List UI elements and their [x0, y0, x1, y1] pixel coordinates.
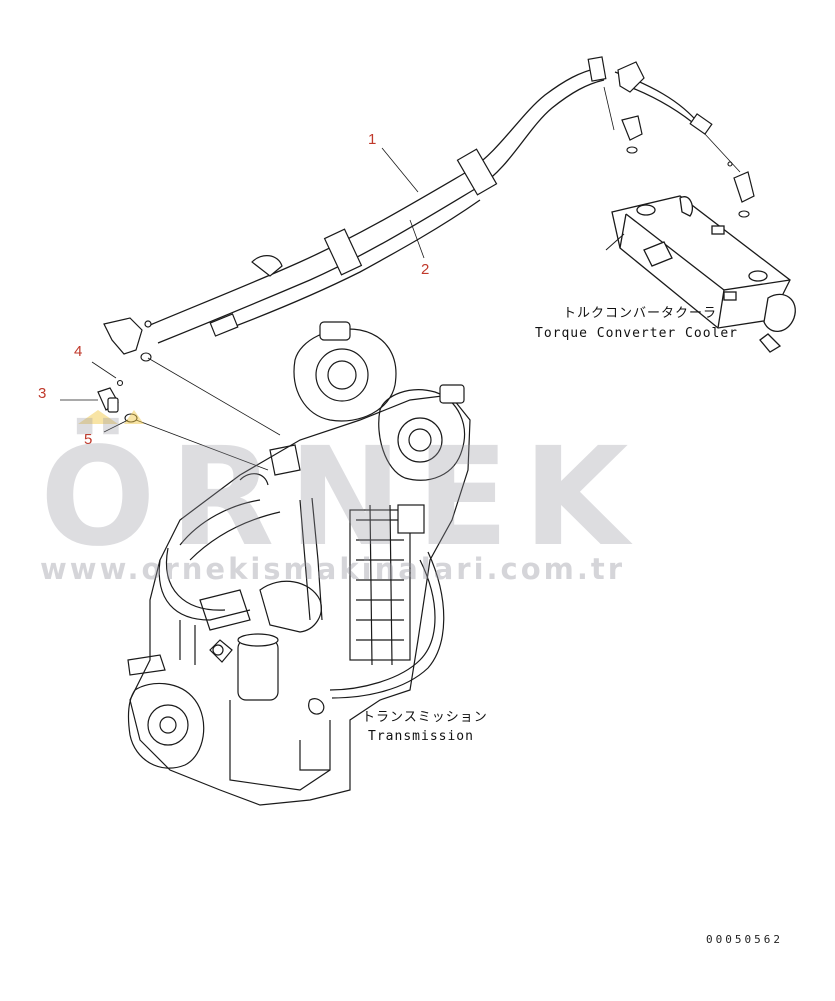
clamp-2 [456, 148, 498, 196]
elbow-fitting-right [621, 115, 643, 141]
cooler-end-cap [763, 293, 796, 332]
cooler-fitting-side [679, 196, 694, 217]
hose-assembly [149, 67, 706, 344]
leader-port-b [135, 419, 269, 471]
callout-3: 3 [38, 385, 47, 402]
watermark-accent [78, 410, 118, 424]
transmission-label-jp: トランスミッション [362, 710, 488, 725]
leader-5 [103, 419, 129, 433]
clamp-1 [323, 228, 363, 276]
callout-5: 5 [84, 431, 93, 448]
watermark-logo: ÖRNEK [40, 419, 643, 577]
transmission-label-en: Transmission [368, 729, 474, 744]
o-rings [116, 146, 750, 423]
cooler-port-top-left [636, 204, 656, 216]
torque-converter-cooler [611, 195, 796, 353]
cooler-port-top-right [748, 270, 768, 282]
cooler-outlet [759, 333, 782, 353]
leader-2 [409, 219, 425, 259]
callout-1: 1 [368, 131, 377, 148]
leader-4 [91, 361, 117, 379]
nut-fitting [209, 313, 239, 337]
leader-lines [60, 147, 425, 471]
cooler-label-jp: トルクコンバータクーラ [562, 306, 717, 321]
hose-clamps [323, 56, 607, 276]
connector-part-3 [97, 387, 119, 413]
elbow-fitting-top [617, 61, 645, 93]
watermark-url: www.ornekismakinalari.com.tr [40, 552, 626, 586]
watermark-accent-2 [124, 410, 144, 424]
callout-2: 2 [421, 261, 430, 278]
o-ring-small [144, 320, 152, 328]
callout-4: 4 [74, 343, 83, 360]
leader-1 [381, 147, 419, 193]
elbow-fitting-cooler [733, 171, 755, 203]
cooler-label-en: Torque Converter Cooler [535, 326, 739, 341]
leader-port-a [147, 357, 281, 436]
hose-fittings [103, 61, 755, 355]
drawing-number: 00050562 [706, 933, 783, 946]
transmission [127, 321, 471, 806]
elbow-fitting-left [103, 317, 143, 355]
hose-end-fitting [251, 255, 283, 277]
nut-fitting-right [689, 113, 713, 135]
cooler-bracket [643, 241, 673, 267]
clamp-3 [587, 56, 607, 82]
